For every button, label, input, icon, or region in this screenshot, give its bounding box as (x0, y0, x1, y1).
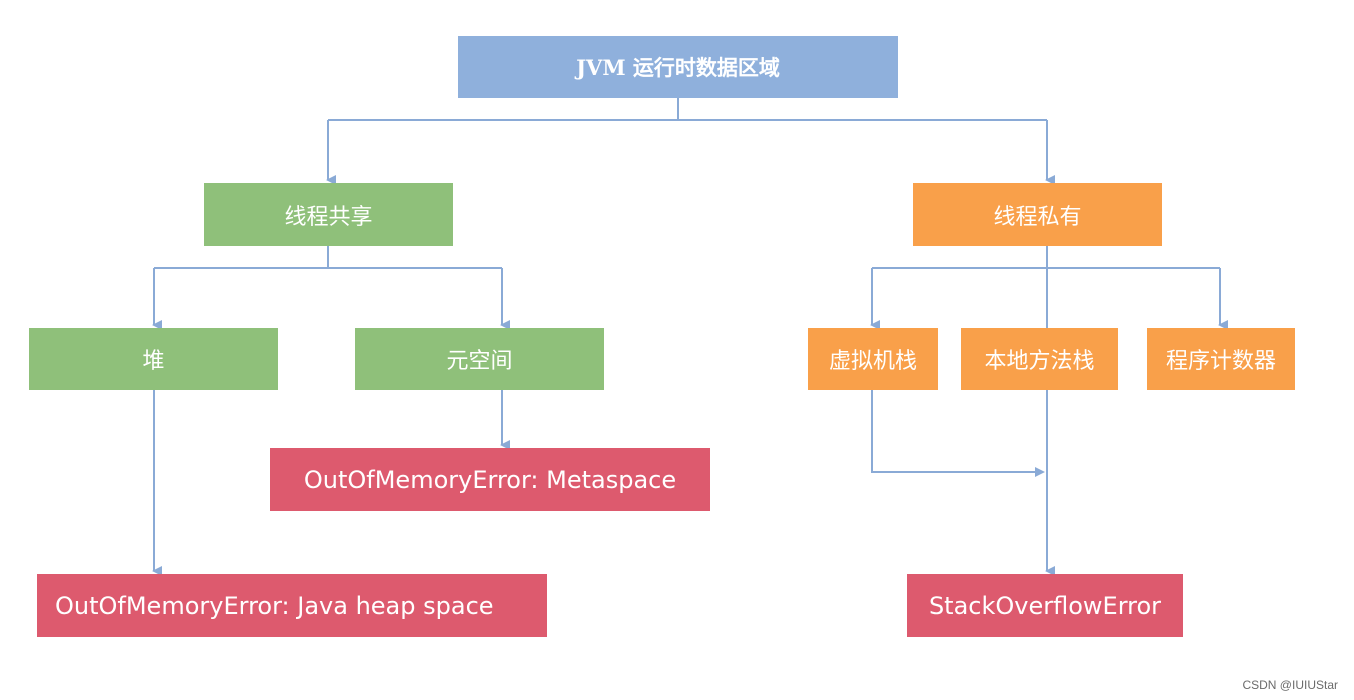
vm-stack-node: 虚拟机栈 (808, 328, 938, 390)
metaspace-error-node: OutOfMemoryError: Metaspace (270, 448, 710, 511)
shared-node: 线程共享 (204, 183, 453, 246)
root-node: JVM 运行时数据区域 (458, 36, 898, 98)
pc-register-node: 程序计数器 (1147, 328, 1295, 390)
private-node: 线程私有 (913, 183, 1162, 246)
heap-error-node: OutOfMemoryError: Java heap space (37, 574, 547, 637)
native-stack-node: 本地方法栈 (961, 328, 1118, 390)
arrow-vm-stack-join (871, 390, 1045, 477)
metaspace-node: 元空间 (355, 328, 604, 390)
heap-node: 堆 (29, 328, 278, 390)
stack-overflow-error-node: StackOverflowError (907, 574, 1183, 637)
watermark: CSDN @IUIUStar (1242, 678, 1338, 692)
